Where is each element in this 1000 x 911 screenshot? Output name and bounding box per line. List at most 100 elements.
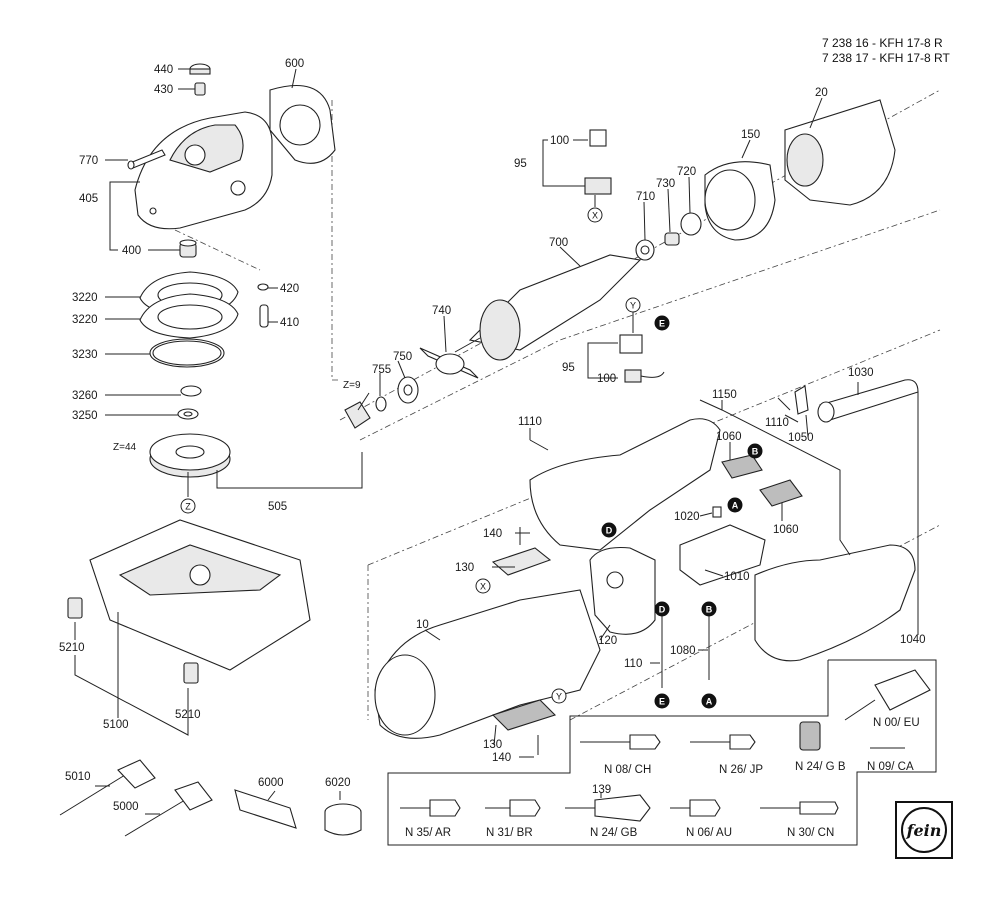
switch-1010 — [679, 524, 766, 586]
fan-housing-150 — [704, 161, 776, 241]
label-750: 750 — [393, 351, 412, 363]
label-100-bottom: 100 — [597, 373, 616, 385]
clamp-1050 — [794, 385, 809, 415]
label-5210-a: 5210 — [59, 642, 85, 654]
screw-1110-left — [529, 439, 549, 451]
plug-label-eu: N 00/ EU — [873, 717, 920, 729]
label-z44: Z=44 — [113, 442, 137, 453]
armature-700 — [454, 254, 642, 361]
label-130-top: 130 — [455, 562, 474, 574]
label-6020: 6020 — [325, 777, 351, 789]
label-1150: 1150 — [712, 389, 737, 401]
label-710: 710 — [636, 191, 655, 203]
screw-1110-right — [777, 397, 791, 411]
sleeve-730 — [664, 232, 680, 246]
label-1060-a: 1060 — [716, 431, 742, 443]
brush-holder-95-top — [584, 129, 612, 195]
plug-label-au: N 06/ AU — [686, 827, 732, 839]
label-3220-a: 3220 — [72, 292, 98, 304]
leader-lines-right — [424, 382, 919, 758]
spring-430 — [194, 82, 206, 96]
label-5000: 5000 — [113, 801, 139, 813]
marker-b-top: B — [747, 443, 763, 459]
label-150: 150 — [741, 129, 760, 141]
svg-text:X: X — [480, 582, 486, 592]
label-20: 20 — [815, 87, 828, 99]
hex-key-5000 — [124, 781, 213, 837]
o-ring-3230 — [149, 338, 225, 368]
label-140-bottom: 140 — [492, 752, 511, 764]
brush-holder-95-bottom — [619, 334, 665, 383]
plug-label-gb24b: N 24/ GB — [590, 827, 638, 839]
label-3260: 3260 — [72, 390, 98, 402]
screw-1020 — [712, 506, 722, 518]
label-1110-left: 1110 — [518, 416, 542, 428]
plug-drawings — [400, 669, 931, 822]
label-5010: 5010 — [65, 771, 91, 783]
washer-755 — [375, 396, 387, 412]
label-3250: 3250 — [72, 410, 98, 422]
marker-d-bottom: D — [654, 601, 670, 617]
label-3220-b: 3220 — [72, 314, 98, 326]
pinion-z9 — [344, 401, 371, 429]
marker-a-top: A — [727, 497, 743, 513]
bushing-400 — [179, 239, 197, 258]
bearing-750 — [397, 376, 419, 404]
leader-lines-case — [74, 612, 341, 815]
svg-text:B: B — [706, 605, 713, 615]
label-6000: 6000 — [258, 777, 284, 789]
marker-y-top: Y — [625, 297, 641, 313]
label-1040: 1040 — [900, 634, 926, 646]
label-430: 430 — [154, 84, 173, 96]
label-720: 720 — [677, 166, 696, 178]
label-10: 10 — [416, 619, 429, 631]
stator-20 — [784, 99, 896, 206]
label-3230: 3230 — [72, 349, 98, 361]
grease-tube-6000 — [234, 789, 297, 829]
marker-d-top: D — [601, 522, 617, 538]
svg-text:fein: fein — [906, 821, 942, 840]
plug-label-br: N 31/ BR — [486, 827, 533, 839]
cable-guard-1030 — [817, 379, 919, 423]
marker-z: Z — [180, 498, 196, 514]
label-405: 405 — [79, 193, 98, 205]
label-740: 740 — [432, 305, 451, 317]
brush-block-1060-b — [759, 479, 803, 507]
grease-can-6020 — [324, 803, 362, 836]
plug-label-ch: N 08/ CH — [604, 764, 651, 776]
reference-markers: Z X Y E B A D X Y D B E A — [180, 207, 763, 709]
svg-text:B: B — [752, 447, 759, 457]
label-1110-right: 1110 — [765, 417, 789, 429]
svg-text:X: X — [592, 211, 598, 221]
latch-5210-a — [67, 597, 83, 619]
marker-a-bottom: A — [701, 693, 717, 709]
label-z9: Z=9 — [343, 380, 361, 391]
plug-label-cn: N 30/ CN — [787, 827, 834, 839]
label-1060-b: 1060 — [773, 524, 799, 536]
label-1030: 1030 — [848, 367, 874, 379]
label-770: 770 — [79, 155, 98, 167]
fan-disc-740 — [419, 347, 479, 379]
guard-flange-600 — [269, 85, 336, 164]
svg-text:D: D — [659, 605, 666, 615]
cover-plate-130-top — [491, 547, 552, 576]
svg-text:D: D — [606, 526, 613, 536]
label-1010: 1010 — [724, 571, 750, 583]
plug-labels: N 00/ EU N 08/ CH N 26/ JP N 24/ G B N 0… — [405, 717, 920, 839]
motor-housing-cover-120 — [589, 546, 656, 635]
plug-variants-frame — [387, 659, 937, 846]
knob-440 — [189, 63, 211, 75]
svg-text:E: E — [659, 697, 665, 707]
bearing-710 — [635, 239, 655, 261]
label-5100: 5100 — [103, 719, 129, 731]
marker-y-bottom: Y — [551, 688, 567, 704]
leader-lines-left — [105, 68, 363, 497]
svg-text:Y: Y — [630, 301, 636, 311]
marker-x-top: X — [587, 207, 603, 223]
latch-5210-b — [183, 662, 199, 684]
label-110: 110 — [624, 658, 642, 670]
plug-label-jp: N 26/ JP — [719, 764, 763, 776]
leader-lines-armature — [357, 97, 823, 411]
